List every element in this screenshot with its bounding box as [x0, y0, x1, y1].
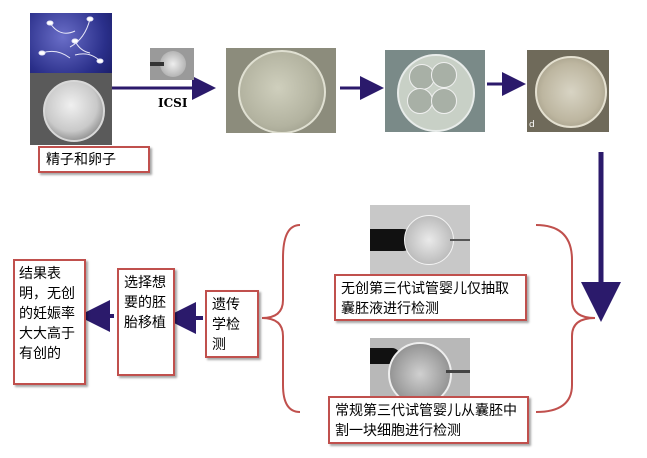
- result-box: 结果表明，无创的妊娠率大大高于有创的: [13, 259, 86, 385]
- image-corner-letter: d: [529, 120, 535, 130]
- cleavage-embryo-image: [385, 50, 485, 132]
- egg-image: [30, 73, 112, 145]
- blastocyst-image: d: [527, 50, 609, 132]
- method-conventional-box: 常规第三代试管婴儿从囊胚中割一块细胞进行检测: [328, 396, 529, 444]
- label-icsi: ICSI: [158, 96, 188, 110]
- genetic-test-box: 遗传学检测: [205, 290, 259, 358]
- method-noninvasive-box: 无创第三代试管婴儿仅抽取囊胚液进行检测: [334, 274, 527, 321]
- bracket-right: [535, 224, 596, 413]
- icsi-image: [150, 48, 194, 80]
- label-sperm-egg: 精子和卵子: [38, 146, 150, 173]
- select-embryo-box: 选择想要的胚胎移植: [117, 268, 175, 376]
- noninvasive-biopsy-image: [370, 205, 470, 280]
- bracket-left: [261, 224, 301, 413]
- sperm-image: [30, 13, 112, 73]
- zygote-image: [226, 48, 336, 133]
